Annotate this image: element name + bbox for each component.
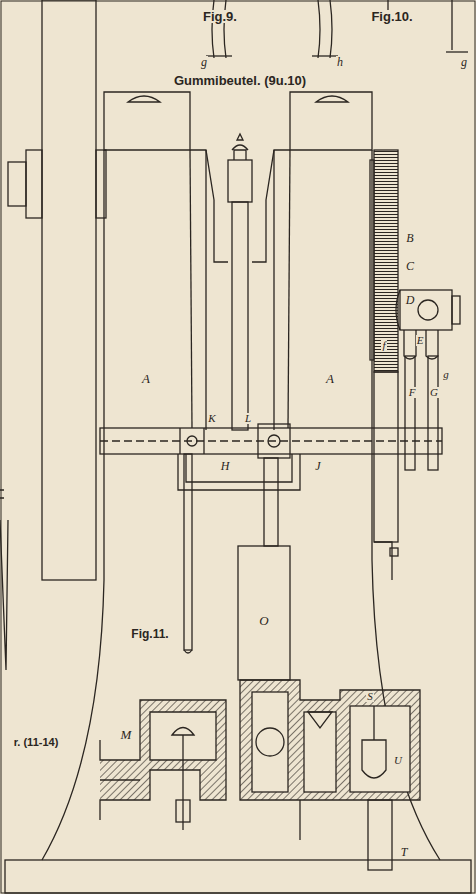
part-letter: H — [220, 460, 231, 472]
figure-caption: r. (11-14) — [13, 737, 60, 748]
part-letter: C — [405, 260, 415, 272]
part-letter: E — [416, 335, 425, 346]
part-letter: g — [460, 56, 468, 68]
part-letter: F — [408, 387, 417, 398]
part-letter: h — [336, 56, 344, 68]
part-letter: G — [429, 387, 439, 398]
figure-label: Fig.11. — [130, 628, 169, 640]
figure-caption: Gummibeutel. (9u.10) — [173, 74, 307, 87]
figure-label: Fig.10. — [370, 10, 413, 23]
part-letter: f — [381, 340, 386, 351]
part-letter: M — [120, 728, 133, 741]
part-letter: J — [314, 460, 321, 472]
part-letter: S — [366, 691, 374, 702]
figure-label: Fig.9. — [202, 10, 238, 23]
part-letter: L — [244, 413, 252, 424]
part-letter: g — [200, 56, 208, 68]
part-letter: O — [258, 614, 269, 627]
part-letter: B — [405, 232, 414, 244]
part-letter: A — [141, 372, 151, 385]
part-letter: T — [400, 846, 409, 858]
part-letter: g — [442, 369, 450, 380]
part-letter: U — [393, 755, 403, 766]
part-letter: D — [405, 294, 416, 306]
part-letter: A — [325, 372, 335, 385]
part-letter: K — [207, 413, 216, 424]
